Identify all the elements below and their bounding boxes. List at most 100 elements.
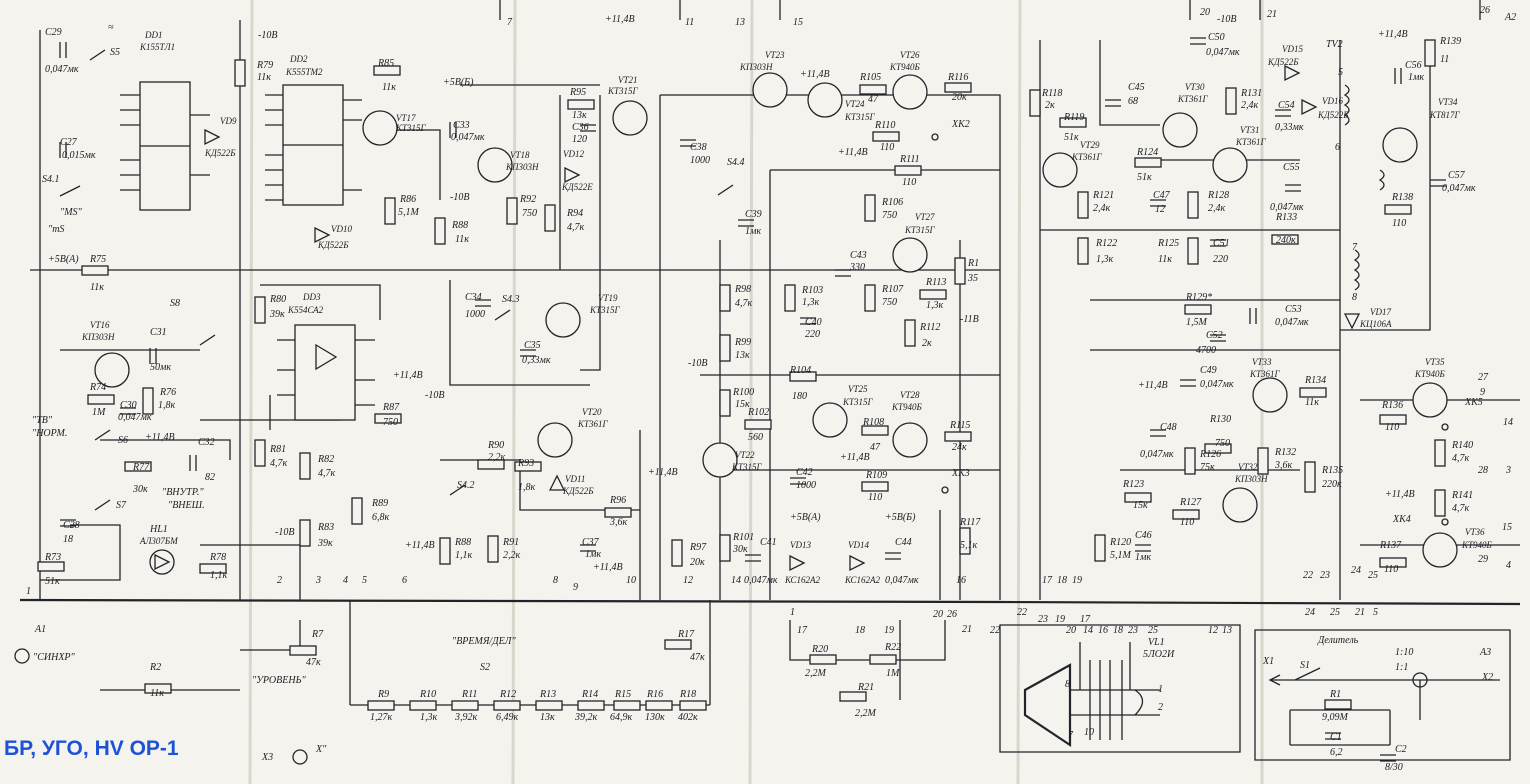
component-label: X2 [1481, 672, 1493, 683]
component-label: R93 [517, 458, 534, 469]
component-label: R15 [614, 689, 631, 700]
component-label: R135 [1321, 465, 1343, 476]
component-label: 75к [1200, 462, 1215, 473]
component-label: 23 [1038, 614, 1048, 625]
component-label: КД522Б [1267, 57, 1299, 67]
component-label: К554СА2 [287, 305, 324, 315]
component-label: R122 [1095, 238, 1117, 249]
component-label: 2 [1158, 702, 1163, 713]
component-label: 6 [402, 575, 407, 586]
capacitor-c43 [835, 269, 851, 277]
component-label: R137 [1379, 540, 1402, 551]
component-label: АЛ307БМ [139, 536, 178, 546]
component-label: R141 [1451, 490, 1473, 501]
component-label: R108 [862, 417, 884, 428]
resistor-r108 [861, 425, 889, 436]
component-label: 21 [1355, 607, 1365, 618]
component-label: 5ЛО2И [1143, 649, 1175, 660]
component-label: R21 [857, 682, 874, 693]
component-label: 24к [952, 442, 967, 453]
diode-vd11 [548, 474, 566, 491]
led-hl1 [154, 553, 171, 571]
component-label: 0,015мк [62, 150, 96, 161]
component-label: 11к [455, 234, 469, 245]
resistor-r90 [477, 459, 505, 470]
component-label: 21 [1267, 9, 1277, 20]
component-label: 11к [150, 688, 164, 699]
component-label: 750 [522, 208, 537, 219]
component-label: 3 [1505, 465, 1511, 476]
component-label: R78 [209, 552, 226, 563]
resistor-r80 [254, 296, 266, 324]
component-label: 24 [1305, 607, 1315, 618]
component-label: +5В(Б) [443, 77, 474, 88]
component-label: 4,7к [318, 468, 336, 479]
component-label: 5 [1373, 607, 1378, 618]
component-label: 20 [1066, 625, 1076, 636]
transistor-vt17 [362, 110, 398, 146]
component-label: 1,3к [420, 712, 438, 723]
capacitor-c36 [580, 124, 596, 132]
component-label: R87 [382, 402, 400, 413]
component-label: 5,1М [1110, 550, 1132, 561]
resistor-r77 [124, 461, 152, 472]
component-label: VT22 [735, 450, 755, 460]
component-label: R119 [1063, 112, 1084, 123]
capacitor-c31 [149, 348, 157, 364]
resistor-r139 [1424, 39, 1436, 67]
component-label: R120 [1109, 537, 1131, 548]
capacitor-c46 [1135, 544, 1151, 552]
resistor-r88 [434, 217, 446, 245]
component-label: "ВНЕШ. [168, 500, 205, 511]
component-label: 50мк [150, 362, 171, 373]
component-label: 1,8к [518, 482, 536, 493]
dd3-chip [277, 324, 375, 421]
component-label: 29 [1478, 554, 1488, 565]
component-label: КТ940Б [889, 62, 920, 72]
component-label: XK5 [1464, 397, 1483, 408]
component-label: "ВНУТР." [162, 487, 204, 498]
resistor-r7 [289, 645, 317, 656]
component-label: R127 [1179, 497, 1202, 508]
component-label: "НОРМ. [32, 428, 67, 439]
component-label: R133 [1275, 212, 1297, 223]
component-label: +11,4В [840, 452, 870, 463]
component-label: 1,3к [1096, 254, 1114, 265]
component-label: КД522Б [317, 240, 349, 250]
resistor-r76 [142, 387, 154, 415]
component-label: 39к [317, 538, 333, 549]
capacitor-c54 [1275, 109, 1291, 117]
component-label: R129* [1185, 292, 1212, 303]
component-label: R20 [811, 644, 828, 655]
component-label: R91 [502, 537, 519, 548]
resistor-r128 [1187, 191, 1199, 219]
component-label: 15к [735, 399, 750, 410]
component-label: R138 [1391, 192, 1413, 203]
capacitor-c32 [189, 455, 197, 471]
component-label: VT26 [900, 50, 920, 60]
resistor-r117 [959, 527, 971, 555]
component-label: 110 [1384, 564, 1398, 575]
resistor-r121 [1077, 191, 1089, 219]
component-label: C31 [150, 327, 167, 338]
component-label: VL1 [1148, 637, 1165, 648]
capacitor-c2 [1380, 754, 1396, 762]
component-label: R116 [947, 72, 968, 83]
component-label: R10 [419, 689, 436, 700]
component-label: 13к [572, 110, 587, 121]
component-label: VD13 [790, 540, 811, 550]
component-label: -10В [1217, 14, 1236, 25]
component-label: 47к [306, 657, 321, 668]
component-label: 560 [748, 432, 763, 443]
component-label: R117 [959, 517, 981, 528]
resistor-r96 [604, 507, 632, 518]
component-label: 18 [63, 534, 73, 545]
component-label: R16 [646, 689, 663, 700]
transistor-vt18 [477, 147, 513, 183]
component-label: 47 [868, 94, 879, 105]
resistor-r79 [234, 59, 246, 87]
component-label: 17 [1042, 575, 1053, 586]
capacitor-c53 [1249, 308, 1257, 324]
component-label: 6 [1335, 142, 1340, 153]
component-label: "MS" [60, 207, 83, 218]
